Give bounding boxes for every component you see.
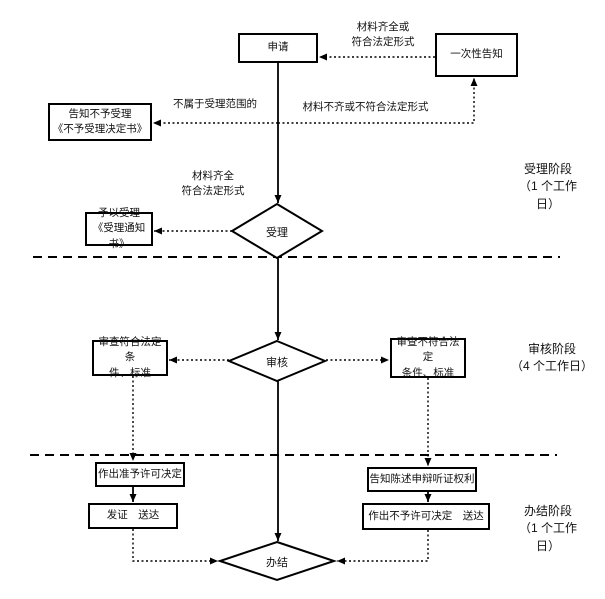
edge-mainline-to-notice — [278, 78, 478, 124]
node-accept-notice: 予以受理 《受理通知书》 — [85, 207, 153, 250]
label-materials-complete-top: 材料齐全或 符合法定形式 — [351, 21, 415, 48]
node-hearing-rights: 告知陈述申辩听证权利 — [367, 467, 477, 492]
review-diamond-shape — [226, 339, 328, 383]
label-review-stage: 审核阶段 （4 个工作日） — [510, 342, 593, 374]
edge-deny-to-close — [337, 530, 429, 565]
label-materials-complete-mid: 材料齐全 符合法定形式 — [181, 170, 245, 197]
accept-diamond-shape — [230, 202, 324, 260]
label-close-stage: 办结阶段 （1 个工作 日） — [518, 504, 577, 553]
node-issue-deliver: 发证 送达 — [88, 503, 178, 529]
node-notify-rejection: 告知不予受理 《不予受理决定书》 — [48, 103, 152, 141]
edge-issue-to-close — [132, 529, 218, 565]
node-review-fail: 审查不符合法定 条件、标准 — [390, 336, 466, 379]
label-materials-incomplete: 材料不齐或不符合法定形式 — [302, 101, 429, 113]
node-review-pass: 审查符合法定条 件、标准 — [92, 336, 168, 379]
close-diamond-shape — [216, 540, 338, 582]
label-not-in-scope: 不属于受理范围的 — [173, 98, 257, 110]
node-grant-decision: 作出准予许可决定 — [95, 462, 185, 487]
accept-diamond-label: 受理 — [266, 227, 288, 239]
label-accept-stage: 受理阶段 （1 个工作 日） — [518, 162, 577, 211]
node-deny-decision: 作出不予许可决定 送达 — [362, 503, 490, 530]
node-apply: 申请 — [238, 33, 318, 63]
node-one-time-notice: 一次性告知 — [435, 33, 518, 77]
close-diamond-label: 办结 — [266, 557, 288, 569]
review-diamond-label: 审核 — [266, 357, 288, 369]
